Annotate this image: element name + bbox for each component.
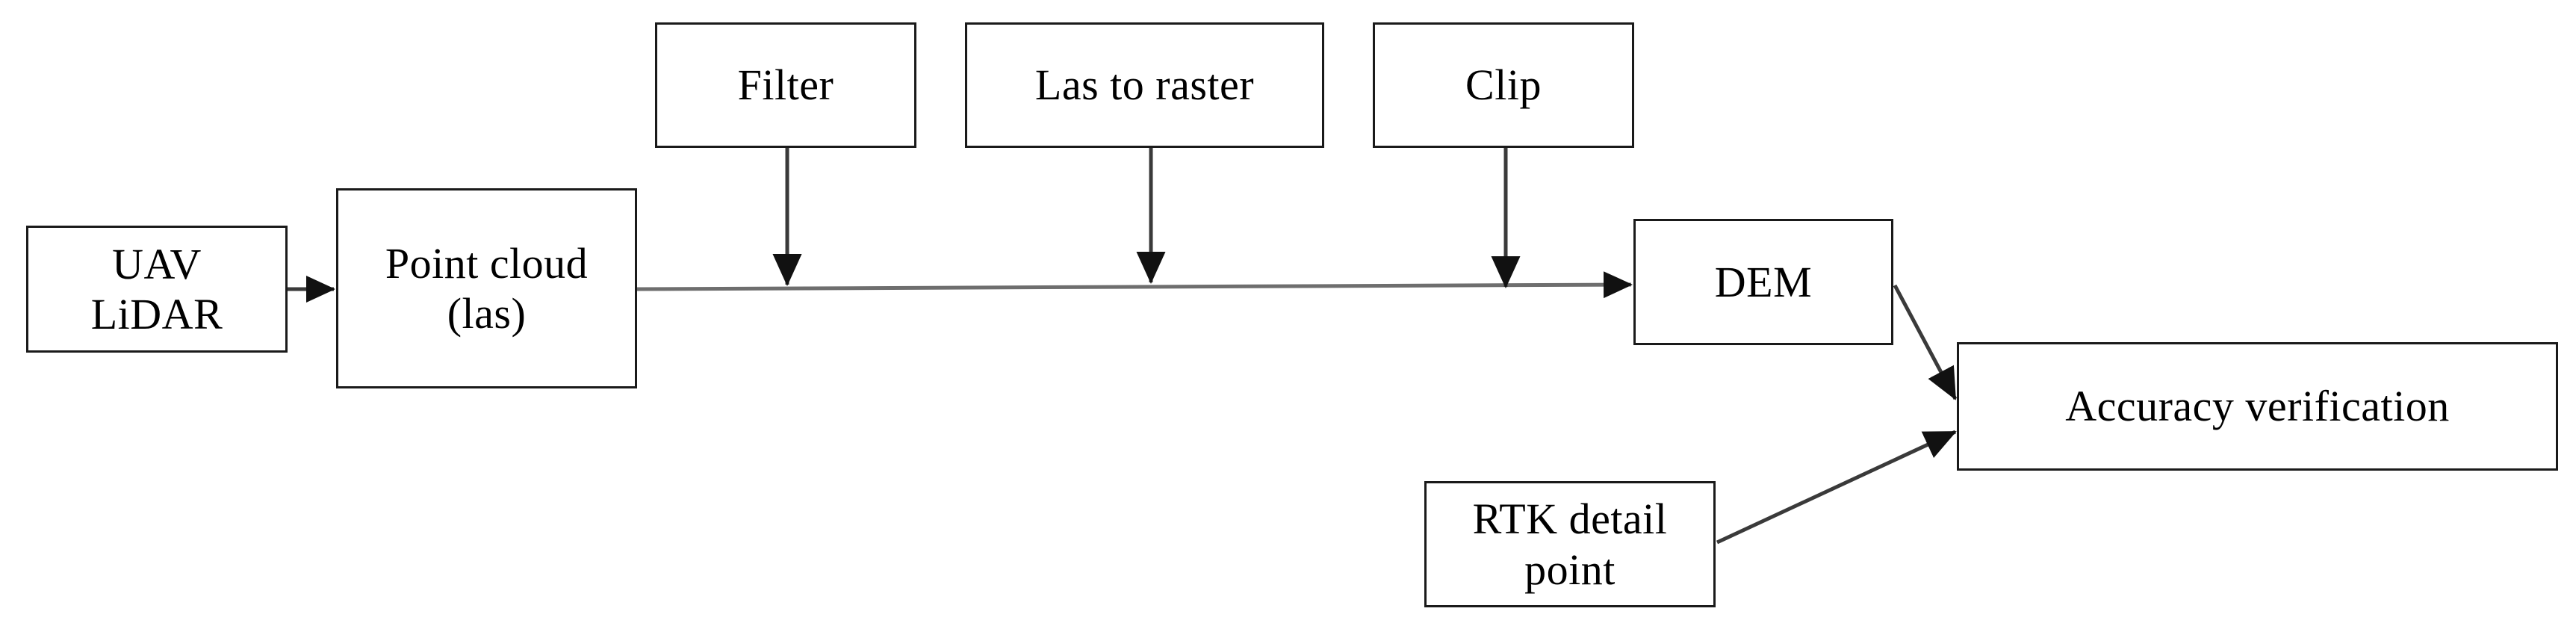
node-filter-label: Filter — [737, 61, 834, 110]
edge-dem-to-accuracy — [1893, 284, 1958, 400]
node-filter[interactable]: Filter — [655, 22, 916, 148]
node-accuracy-verification-label: Accuracy verification — [2065, 382, 2450, 431]
node-dem-label: DEM — [1714, 257, 1813, 306]
node-accuracy-verification[interactable]: Accuracy verification — [1957, 342, 2558, 471]
edge-pointcloud-to-dem — [636, 271, 1633, 299]
node-rtk-detail-point[interactable]: RTK detail point — [1424, 481, 1716, 607]
node-dem[interactable]: DEM — [1633, 219, 1893, 345]
node-clip[interactable]: Clip — [1373, 22, 1634, 148]
node-rtk-detail-point-label: RTK detail point — [1472, 495, 1668, 594]
node-las-to-raster[interactable]: Las to raster — [965, 22, 1324, 148]
node-point-cloud-label: Point cloud (las) — [385, 238, 589, 338]
node-uav-lidar-label: UAV LiDAR — [90, 239, 223, 338]
node-clip-label: Clip — [1465, 61, 1542, 110]
node-uav-lidar[interactable]: UAV LiDAR — [26, 226, 288, 353]
node-las-to-raster-label: Las to raster — [1034, 61, 1255, 110]
node-point-cloud[interactable]: Point cloud (las) — [336, 188, 637, 388]
edge-rtk-to-accuracy — [1716, 430, 1957, 545]
